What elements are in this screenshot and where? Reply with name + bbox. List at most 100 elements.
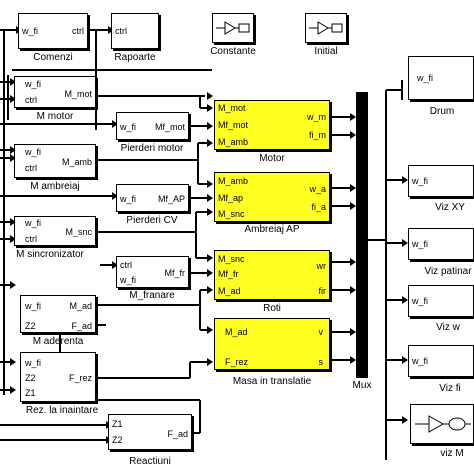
port-label: M_amb [218,176,249,186]
block-m-motor[interactable]: w_fi ctrl M_mot [14,76,96,108]
port-label: F_ad [71,321,92,331]
port-label: w_fi [25,147,42,157]
block-caption: Viz fi [439,383,461,394]
port-label: w_fi [412,296,429,306]
block-caption: viz M [440,448,464,459]
block-caption: Drum [429,106,455,117]
port-label: M_snc [218,209,245,219]
port-label: w_fi [412,356,429,366]
port-label: ctrl [25,95,37,105]
scope-viz-patinare[interactable]: w_fi [408,228,474,260]
block-caption: Pierderi CV [126,215,178,226]
block-caption: Motor [259,153,285,164]
port-label: Mf_mot [154,122,185,132]
block-masa-in-translatie[interactable]: M_ad F_rez v s [214,318,330,370]
port-label: ctrl [120,260,132,270]
block-caption: M_franare [129,290,175,301]
port-label: w_fi [25,358,42,368]
port-label: w_fi [25,79,42,89]
port-label: v [318,327,324,337]
port-label: w_fi [120,122,137,132]
scope-viz-xy[interactable]: w_fi [408,165,474,197]
block-pierderi-motor[interactable]: w_fi Mf_mot [116,112,189,140]
block-caption: M ambreiaj [30,181,80,192]
block-caption: Reactiuni [129,456,171,467]
port-label: Z2 [25,373,36,383]
port-label: Mf_fr [218,269,239,279]
port-label: M_mot [218,103,246,113]
port-label: wr [316,261,327,271]
scope-viz-fi[interactable]: w_fi [408,345,474,377]
port-label: w_fi [22,26,39,36]
block-m-ambreiaj[interactable]: w_fi ctrl M_amb [14,144,96,178]
block-caption: Comenzi [33,52,73,63]
port-label: Mf_AP [157,194,185,204]
port-label: s [318,357,324,367]
port-label: M_mot [64,89,92,99]
block-m-franare[interactable]: ctrl w_fi Mf_fr [116,256,189,288]
block-caption: M motor [36,111,74,122]
block-comenzi[interactable]: w_fi ctrl [18,13,88,49]
block-motor[interactable]: M_mot Mf_mot M_amb w_m fi_m [214,100,330,150]
block-rapoarte[interactable]: ctrl [111,13,159,49]
port-label: fi_a [311,202,326,212]
scope-drum[interactable]: w_fi [408,56,474,100]
block-ambreiaj-ap[interactable]: M_amb Mf_ap M_snc w_a fi_a [214,172,330,222]
block-caption: Initial [314,46,338,57]
port-label: Mf_ap [218,193,244,203]
subsystem-icon [216,21,250,35]
port-label: Z2 [25,321,36,331]
subsystem-icon [415,415,471,433]
block-caption: Rez. la inaintare [25,405,99,416]
block-constante[interactable] [212,13,254,43]
block-rez-la-inaintare[interactable]: w_fi Z2 Z1 F_rez [20,352,96,402]
port-label: M_ad [69,301,92,311]
port-label: ctrl [72,26,84,36]
port-label: Z1 [112,419,123,429]
block-caption: Roti [263,303,281,314]
port-label: M_amb [218,137,249,147]
port-label: F_ad [167,429,188,439]
port-label: M_amb [61,157,92,167]
block-caption: Ambreiaj AP [244,224,300,235]
block-caption: Mux [352,380,372,391]
block-caption: Viz w [436,322,460,333]
block-pierderi-cv[interactable]: w_fi Mf_AP [116,184,189,212]
block-caption: M aderenta [32,336,84,347]
block-viz-m[interactable] [410,404,474,444]
port-label: ctrl [25,234,37,244]
mux-block[interactable] [356,92,368,378]
port-label: w_fi [120,275,137,285]
port-label: ctrl [25,163,37,173]
scope-viz-w[interactable]: w_fi [408,285,474,317]
port-label: fir [318,286,327,296]
block-caption: Viz XY [435,202,465,213]
port-label: w_fi [25,301,42,311]
block-caption: Masa in translatie [232,376,312,387]
port-label: Z2 [112,435,123,445]
port-label: ctrl [115,26,127,36]
port-label: F_rez [225,357,249,367]
block-reactiuni[interactable]: Z1 Z2 F_ad [108,414,192,450]
port-label: M_ad [218,286,241,296]
port-label: w_fi [412,239,429,249]
block-caption: Viz patinar [424,266,472,277]
block-m-aderenta[interactable]: w_fi Z2 M_ad F_ad [20,295,96,333]
port-label: w_a [309,184,326,194]
port-label: w_fi [412,176,429,186]
block-m-sincronizator[interactable]: w_fi ctrl M_snc [14,216,96,246]
port-label: w_fi [417,73,434,83]
block-roti[interactable]: M_snc Mf_fr M_ad wr fir [214,250,330,300]
port-label: w_fi [25,218,42,228]
subsystem-icon [309,21,343,35]
block-caption: Rapoarte [114,52,156,63]
block-caption: M sincronizator [16,249,84,260]
port-label: M_snc [65,227,92,237]
port-label: M_snc [218,254,245,264]
port-label: w_fi [120,194,137,204]
block-initial[interactable] [305,13,347,43]
port-label: Mf_fr [164,268,185,278]
port-label: w_m [306,112,326,122]
